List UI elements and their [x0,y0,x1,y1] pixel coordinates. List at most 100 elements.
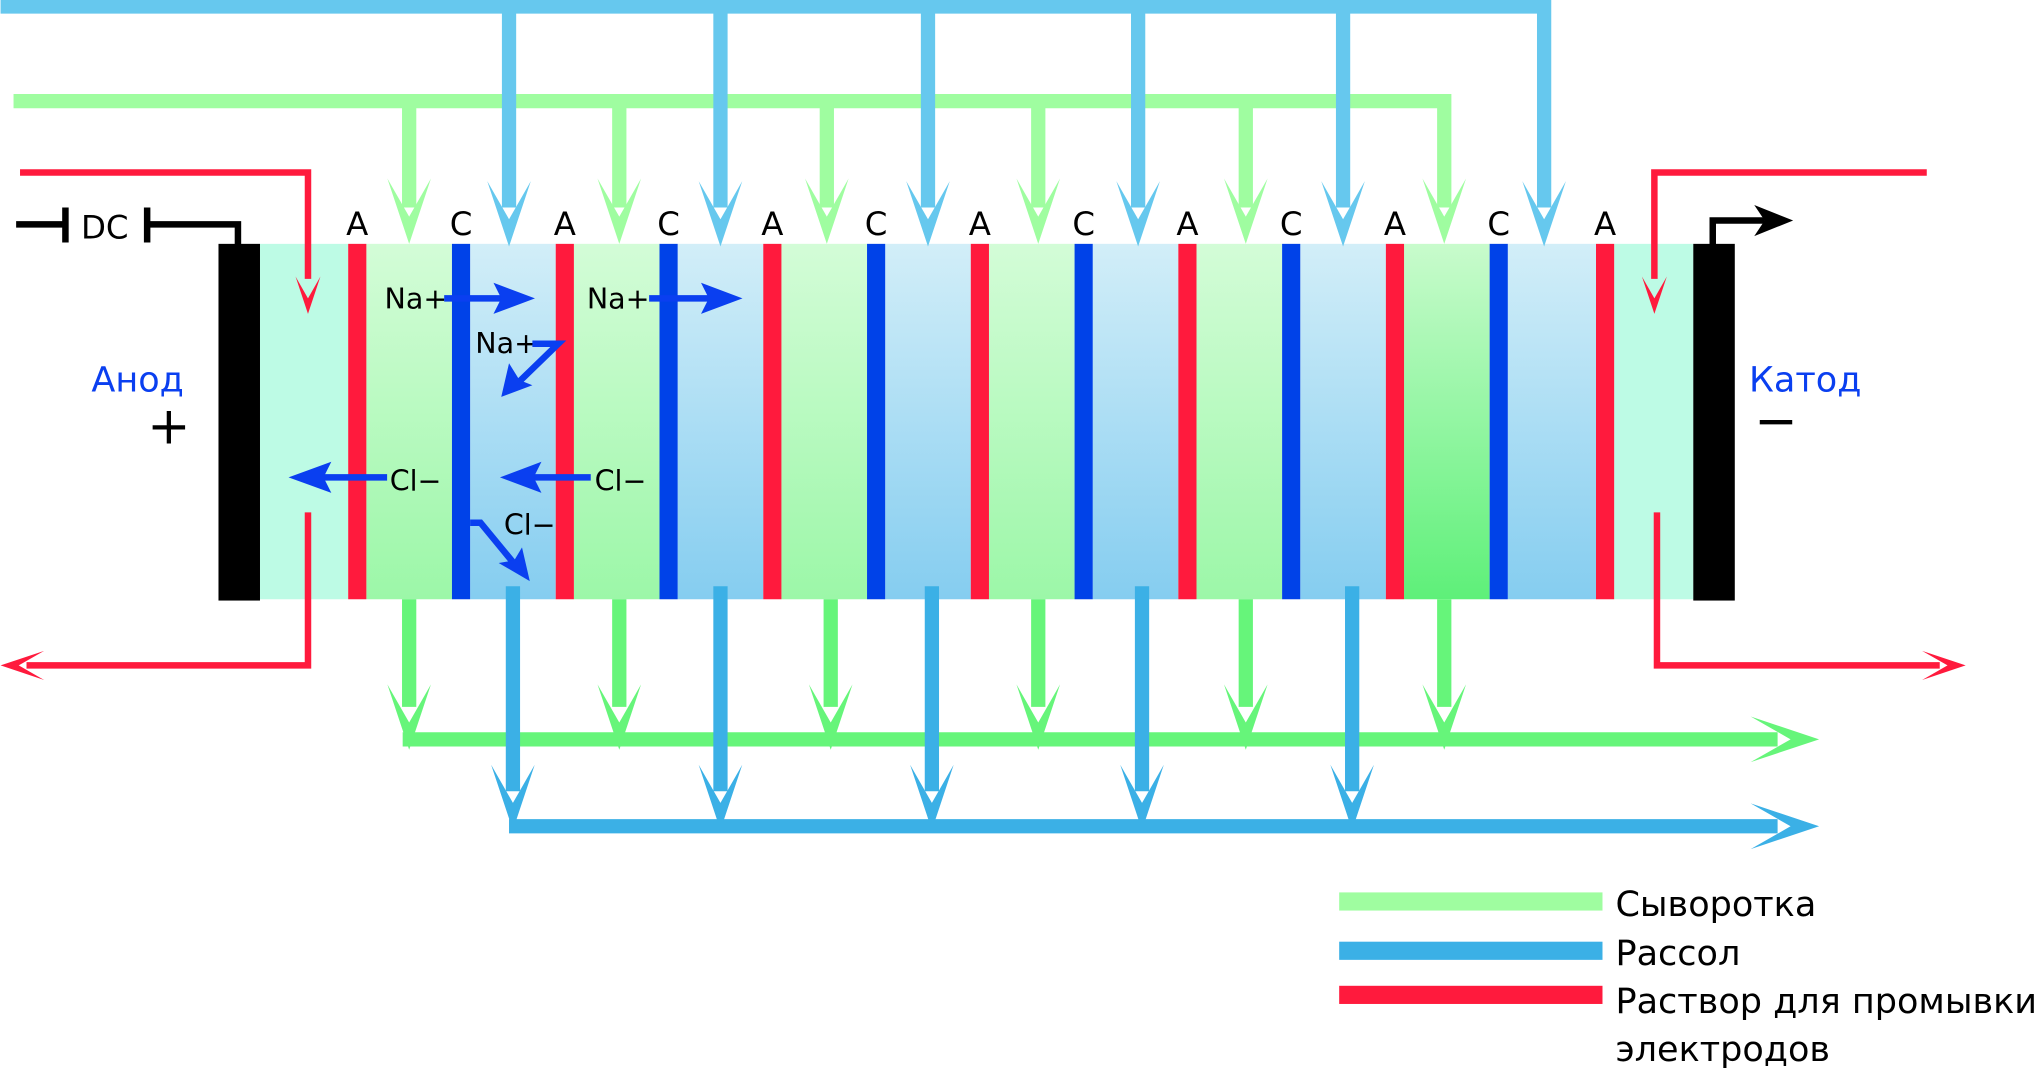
anion-exchange-membrane [970,243,989,600]
membrane-label: C [1280,205,1303,243]
flow-pipes [0,0,1966,850]
whey-inlet-pipe [13,94,1452,208]
brine-inlet-arrow-icon [1321,181,1365,247]
chloride-rejection-arrow-head-icon [498,547,530,582]
chloride-migration-arrow-head-icon [499,461,542,493]
anion-exchange-membrane [1385,243,1405,600]
concentrate-compartment [1300,243,1386,600]
anion-exchange-membrane [1178,243,1197,600]
concentrate-compartment [1507,243,1597,600]
membrane-label: C [1487,205,1510,243]
chloride-rejection-arrow [470,519,520,569]
anode-electrode [218,243,260,601]
brine-outlet-arrow-icon [1330,764,1374,831]
diluate-compartment [1404,243,1490,600]
anode-rinse-inlet [20,169,312,279]
membrane-label: C [450,205,473,243]
brine-outlet-arrow-icon [910,764,954,831]
cathode-rinse-outlet [1653,512,1940,669]
diluate-compartment [1196,243,1283,600]
cation-exchange-membrane [1074,243,1093,600]
cathode-electrode [1693,243,1735,601]
chloride-ion-label: Cl− [595,464,647,497]
rinse-arrow-icon [1922,650,1966,680]
whey-inlet-arrow-icon [1016,178,1061,244]
cathode-sign: − [1754,391,1797,451]
anion-exchange-membrane [763,243,782,600]
chloride-ion-label: Cl− [504,508,556,541]
sodium-migration-arrow-head-icon [701,282,743,314]
whey-outlet-arrow-icon [1750,716,1820,763]
cation-exchange-membrane [659,243,678,600]
whey-inlet-arrow-icon [387,178,431,244]
anion-exchange-membrane [555,243,574,600]
brine-outlet-arrow-icon [1750,803,1820,850]
anion-exchange-membrane [348,243,367,600]
diluate-compartment [573,243,660,600]
whey-inlet-arrow-icon [597,178,642,244]
sodium-ion-label: Na+ [475,327,538,360]
sodium-rejection-arrow [514,340,567,387]
legend-swatch-whey [1339,892,1603,911]
sodium-migration-arrow-head-icon [493,282,535,314]
chloride-migration-arrow-head-icon [288,461,332,493]
legend-swatch-rinse [1339,985,1603,1004]
brine-outlet-arrow-icon [1120,764,1164,831]
brine-outlet-arrow-icon [491,764,535,831]
sodium-ion-label: Na+ [587,283,650,316]
brine-outlet-arrow-icon [698,764,743,831]
membrane-label: C [865,205,888,243]
rinse-arrow-icon [1641,276,1667,314]
concentrate-compartment [1092,243,1179,600]
cathode-wire-arrow-icon [1754,204,1794,237]
membrane-label: A [1594,205,1616,243]
whey-inlet-arrow-icon [1422,178,1467,244]
membrane-label: A [969,205,991,243]
cathode-wire [1709,217,1765,247]
membrane-label: A [554,205,576,243]
concentrate-compartment [885,243,971,600]
ion-migration: Na+ Na+ Na+ Cl− Cl− Cl− [288,282,743,582]
cation-exchange-membrane [451,243,471,600]
chloride-ion-label: Cl− [390,464,442,497]
membrane-label: A [1384,205,1406,243]
dc-label: DC [81,209,129,247]
cation-exchange-membrane [867,243,886,600]
membrane-label: A [761,205,783,243]
legend-label-rinse: Раствор для промывки [1615,981,2035,1022]
brine-inlet-arrow-icon [1116,181,1160,247]
legend: Сыворотка Рассол Раствор для промывки эл… [1339,884,2035,1070]
diluate-compartment [988,243,1075,600]
sodium-rejection-arrow-head-icon [501,363,533,397]
legend-label-brine: Рассол [1615,933,1740,974]
membrane-label: A [1176,205,1198,243]
diluate-compartment [366,243,452,600]
brine-inlet-arrow-icon [1522,181,1566,247]
anode-rinse-outlet [26,512,312,669]
brine-inlet-arrow-icon [698,181,743,247]
dc-power-source [16,207,242,247]
brine-inlet-arrow-icon [906,181,950,247]
cathode-label: Катод [1749,360,1861,401]
rinse-arrow-icon [0,650,45,680]
membrane-label: C [657,205,680,243]
rinse-arrow-icon [295,276,321,314]
whey-inlet-arrow-icon [805,178,849,244]
anode-sign: + [147,397,190,457]
anode-label: Анод [91,360,183,401]
brine-inlet-arrow-icon [487,181,531,247]
legend-label-rinse-2: электродов [1615,1029,1830,1070]
cathode-rinse-inlet [1651,169,1927,279]
legend-swatch-brine [1339,941,1603,960]
anode-rinse-compartment [259,243,349,600]
legend-label-whey: Сыворотка [1615,884,1816,925]
diluate-compartment [781,243,868,600]
whey-inlet-arrow-icon [1223,178,1268,244]
cation-exchange-membrane [1489,243,1508,600]
anion-exchange-membrane [1596,243,1615,600]
sodium-ion-label: Na+ [385,283,448,316]
membrane-label: A [346,205,368,243]
membrane-label: C [1072,205,1095,243]
